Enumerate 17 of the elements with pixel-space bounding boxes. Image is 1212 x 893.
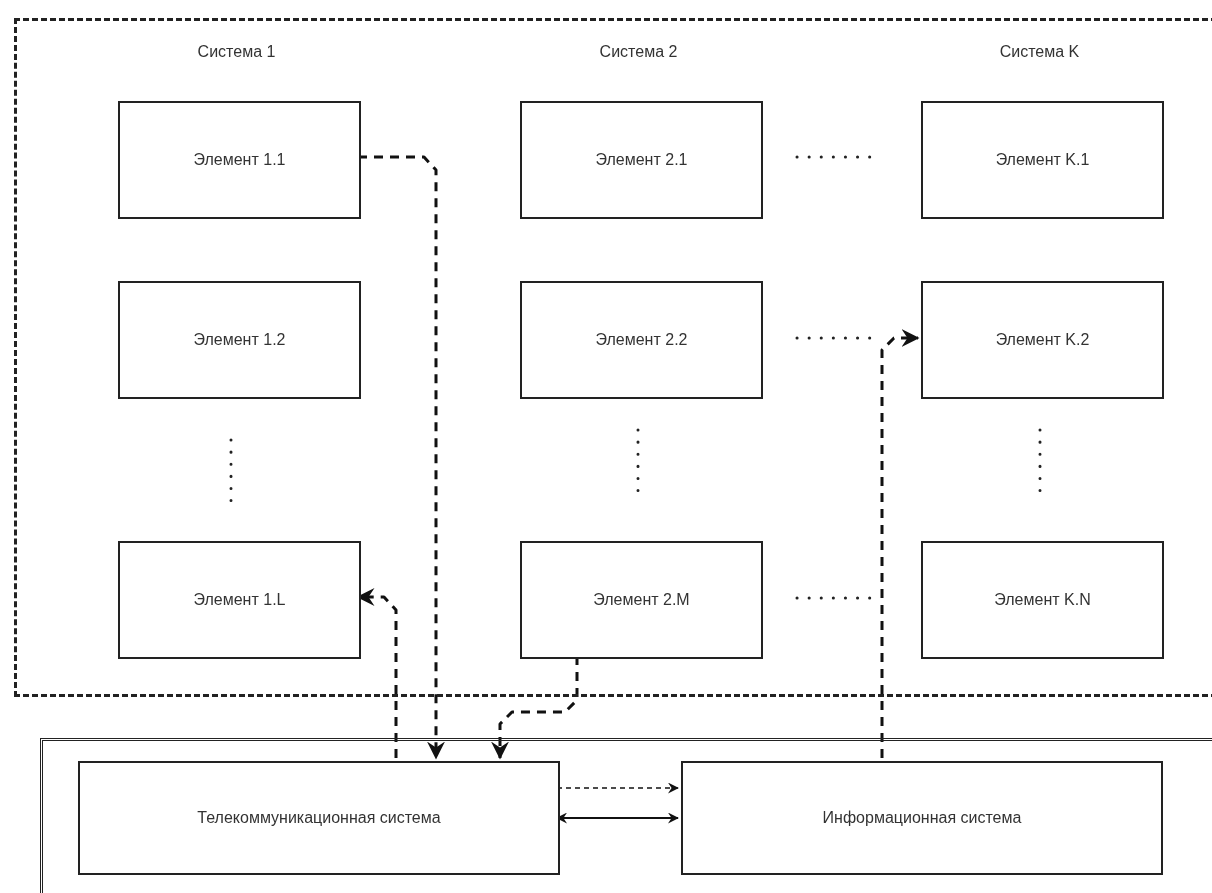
element-box: Информационная система <box>681 761 1163 875</box>
element-box: Элемент 2.1 <box>520 101 763 219</box>
column-heading: Система 2 <box>598 42 679 62</box>
element-box: Элемент K.N <box>921 541 1164 659</box>
system-region <box>14 18 1212 697</box>
arrow <box>880 329 920 758</box>
element-box: Элемент 1.L <box>118 541 361 659</box>
column-heading: Система K <box>998 42 1081 62</box>
element-box: Элемент 2.2 <box>520 281 763 399</box>
element-box: Элемент 2.M <box>520 541 763 659</box>
system-region <box>40 738 1212 893</box>
element-box: Элемент K.1 <box>921 101 1164 219</box>
element-box: Элемент K.2 <box>921 281 1164 399</box>
element-box: Элемент 1.1 <box>118 101 361 219</box>
element-box: Телекоммуникационная система <box>78 761 560 875</box>
column-heading: Система 1 <box>196 42 277 62</box>
element-box: Элемент 1.2 <box>118 281 361 399</box>
